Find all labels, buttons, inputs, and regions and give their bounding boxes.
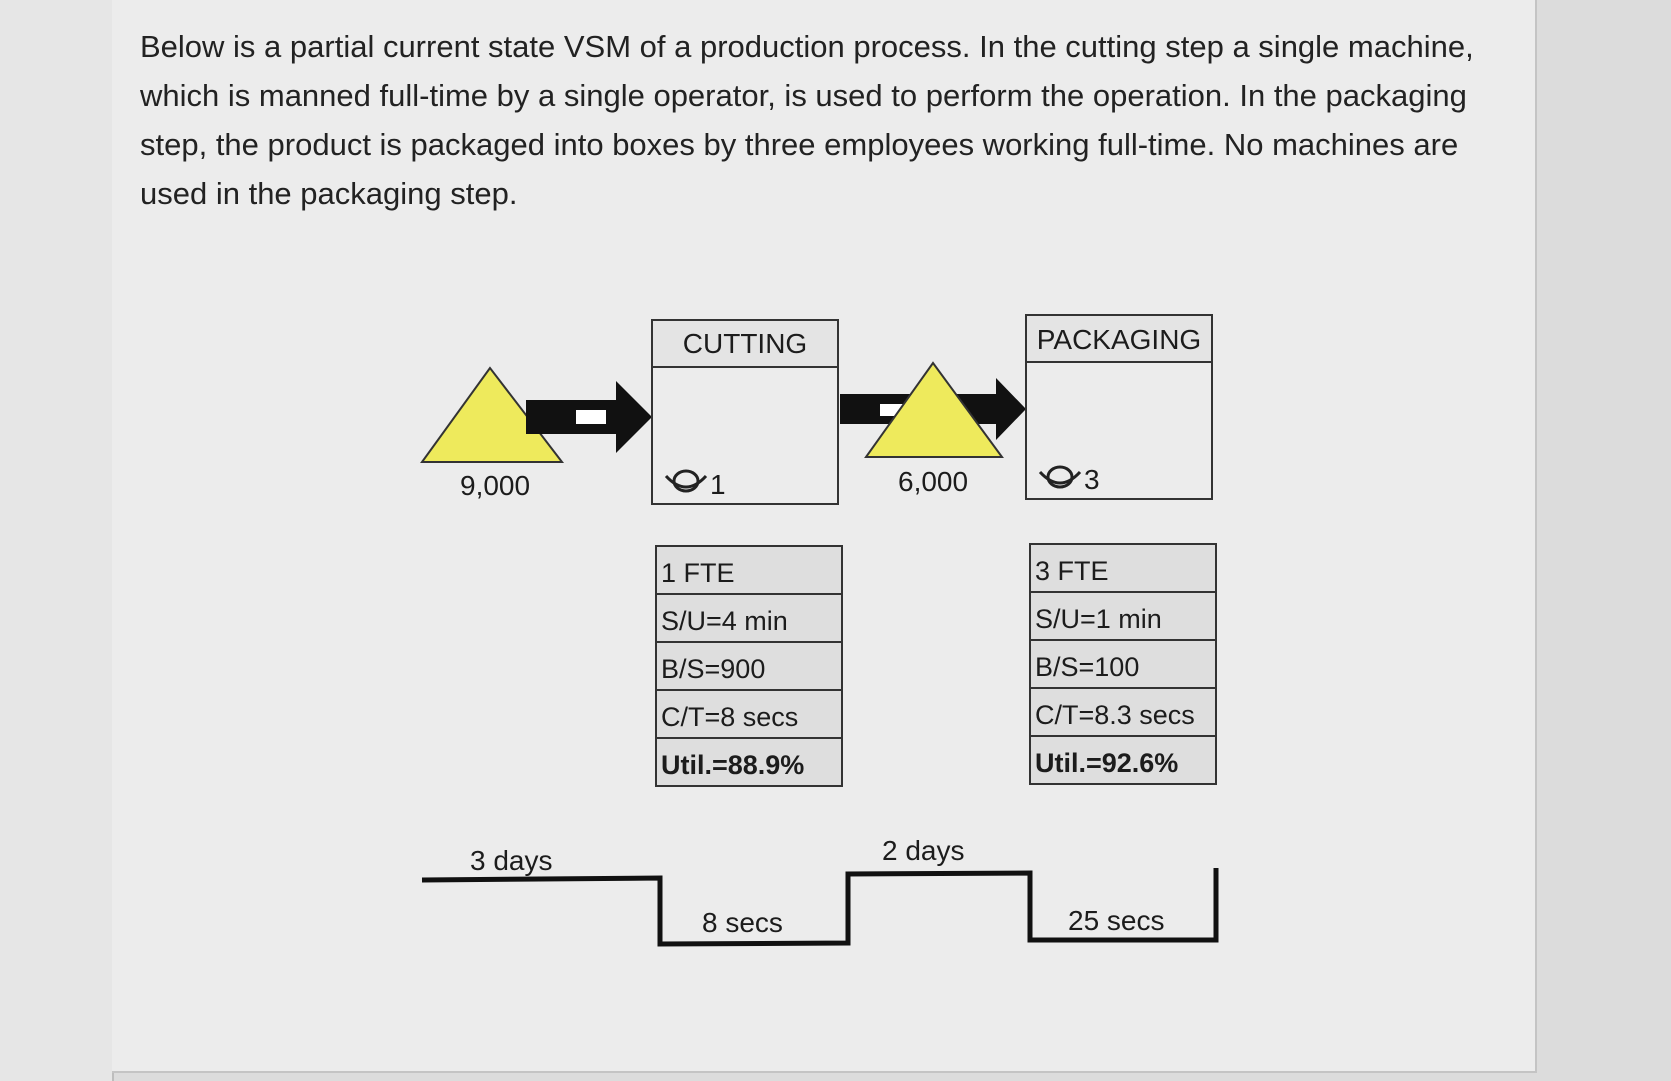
inventory-quantity-2: 6,000: [898, 466, 968, 497]
process-box-cutting: CUTTING 1: [651, 319, 839, 505]
data-cell-fte: 1 FTE: [661, 558, 735, 588]
inventory-quantity-1: 9,000: [460, 470, 530, 501]
operator-icon: [1038, 465, 1082, 489]
push-arrow-1: [526, 381, 652, 453]
data-cell-batch-size: B/S=900: [661, 654, 765, 684]
data-cell-fte: 3 FTE: [1035, 556, 1109, 586]
process-title-packaging: PACKAGING: [1037, 324, 1201, 355]
data-cell-cycle-time: C/T=8 secs: [661, 702, 798, 732]
timeline-process-cutting: 8 secs: [702, 907, 783, 938]
timeline-wait-cutting: 3 days: [470, 845, 553, 876]
timeline-ladder: [421, 868, 1219, 947]
process-box-packaging: PACKAGING 3: [1025, 314, 1213, 500]
timeline-process-packaging: 25 secs: [1068, 905, 1165, 936]
data-cell-setup: S/U=4 min: [661, 606, 788, 636]
data-box-packaging: 3 FTE S/U=1 min B/S=100 C/T=8.3 secs Uti…: [1029, 543, 1217, 785]
data-box-cutting: 1 FTE S/U=4 min B/S=900 C/T=8 secs Util.…: [655, 545, 843, 787]
problem-statement: Below is a partial current state VSM of …: [140, 22, 1500, 218]
worksheet-page: [112, 0, 1537, 1073]
process-title-cutting: CUTTING: [683, 328, 807, 359]
data-cell-batch-size: B/S=100: [1035, 652, 1139, 682]
data-cell-setup: S/U=1 min: [1035, 604, 1162, 634]
operator-count-packaging: 3: [1084, 464, 1100, 495]
operator-icon: [664, 469, 708, 493]
data-cell-cycle-time: C/T=8.3 secs: [1035, 700, 1195, 730]
timeline-wait-packaging: 2 days: [882, 835, 965, 866]
intro-text: Below is a partial current state VSM of …: [140, 29, 1474, 211]
data-cell-utilization: Util.=88.9%: [661, 750, 804, 780]
data-cell-utilization: Util.=92.6%: [1035, 748, 1178, 778]
operator-count-cutting: 1: [710, 469, 726, 500]
inventory-triangle-2: [864, 361, 1004, 458]
